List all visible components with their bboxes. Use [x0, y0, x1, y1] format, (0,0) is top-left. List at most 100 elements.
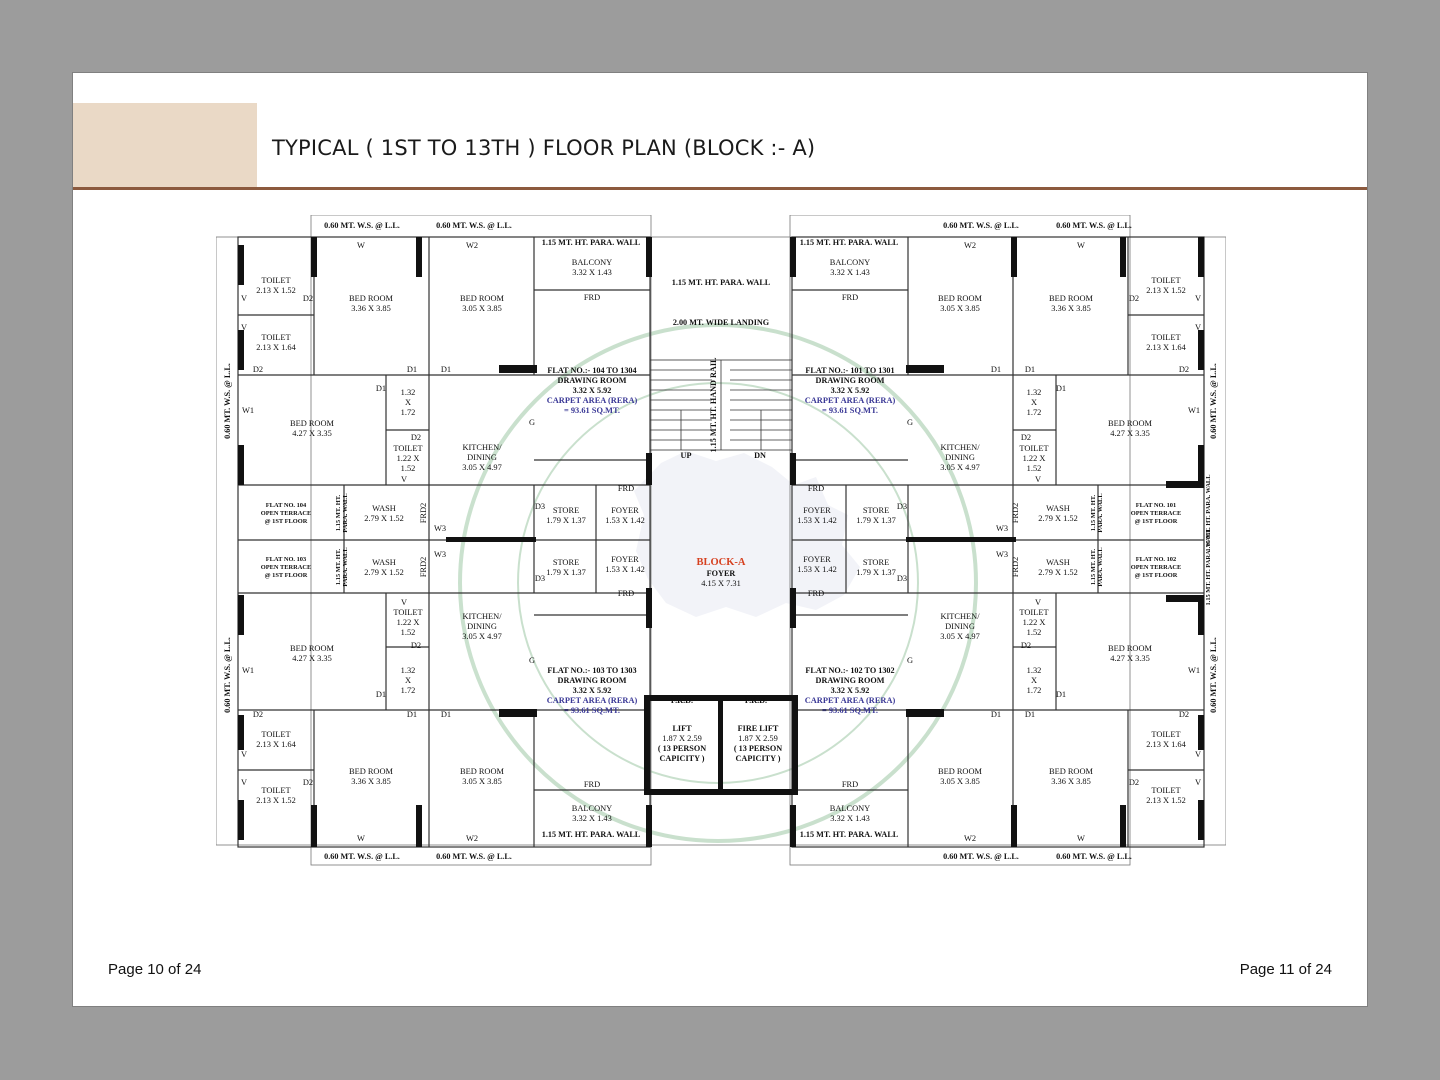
- plan-label: 3.05 X 3.85: [940, 304, 980, 313]
- plan-label: FLAT NO.:- 103 TO 1303: [547, 666, 636, 675]
- plan-label: D3: [535, 502, 545, 511]
- dn-label: DN: [754, 451, 766, 460]
- plan-label: TOILET: [1019, 608, 1048, 617]
- plan-label: DINING: [467, 453, 497, 462]
- ws-label: 0.60 MT. W.S. @ L.L.: [1056, 221, 1132, 230]
- plan-label: BED ROOM: [1108, 644, 1153, 653]
- plan-label: WASH: [1046, 558, 1070, 567]
- plan-label: 2.79 X 1.52: [1038, 514, 1078, 523]
- plan-label: FLAT NO.:- 102 TO 1302: [805, 666, 894, 675]
- plan-label: TOILET: [261, 333, 290, 342]
- plan-label: 1.15 MT. HT.: [1090, 495, 1097, 532]
- plan-label: BED ROOM: [1108, 419, 1153, 428]
- plan-label: 3.05 X 3.85: [462, 304, 502, 313]
- plan-label: 1.22 X: [397, 454, 420, 463]
- plan-label: X: [1031, 676, 1037, 685]
- block-label: BLOCK-A: [696, 557, 745, 568]
- plan-label: 2.13 X 1.64: [256, 740, 296, 749]
- plan-label: 3.32 X 1.43: [830, 814, 870, 823]
- plan-label: 3.32 X 1.43: [572, 814, 612, 823]
- plan-label: TOILET: [1151, 730, 1180, 739]
- plan-label: 3.05 X 4.97: [940, 463, 980, 472]
- plan-label: OPEN TERRACE: [261, 510, 311, 517]
- plan-label: FRD: [584, 293, 600, 302]
- plan-label: BED ROOM: [1049, 294, 1094, 303]
- plan-label: FLAT NO. 101: [1136, 502, 1176, 509]
- plan-label: W3: [996, 524, 1008, 533]
- plan-label: V: [241, 323, 247, 332]
- plan-label: FOYER: [803, 506, 831, 515]
- plan-label: D2: [1179, 710, 1189, 719]
- plan-label: @ 1ST FLOOR: [265, 572, 308, 579]
- walls-left: [237, 236, 651, 848]
- ws-side-label: 0.60 MT. W.S. @ L.L.: [1209, 637, 1218, 713]
- plan-label: FRD: [808, 484, 824, 493]
- title-band: [73, 103, 1367, 190]
- plan-label: 4.27 X 3.35: [292, 429, 332, 438]
- para-wall-label: 1.15 MT. HT. PARA. WALL: [672, 278, 771, 287]
- plan-label: D1: [1056, 384, 1066, 393]
- plan-label: FRD: [584, 780, 600, 789]
- plan-label: WASH: [1046, 504, 1070, 513]
- plan-label: D2: [303, 778, 313, 787]
- plan-label: 3.05 X 3.85: [940, 777, 980, 786]
- plan-label: W2: [964, 834, 976, 843]
- plan-label: X: [405, 676, 411, 685]
- plan-label: FRD: [842, 780, 858, 789]
- plan-label: PARA. WALL: [1097, 493, 1104, 532]
- plan-label: 3.36 X 3.85: [1051, 777, 1091, 786]
- plan-label: D1: [1025, 365, 1035, 374]
- plan-label: OPEN TERRACE: [1131, 510, 1181, 517]
- plan-label: W1: [1188, 666, 1200, 675]
- plan-label: 1.52: [1027, 628, 1042, 637]
- plan-label: D2: [1021, 433, 1031, 442]
- rooms-left-bottom: FRD V TOILET 1.22 X 1.52 D2 BED ROOM 4.2…: [241, 589, 638, 843]
- plan-label: 2.79 X 1.52: [1038, 568, 1078, 577]
- plan-label: BED ROOM: [290, 644, 335, 653]
- plan-label: V: [1195, 294, 1201, 303]
- plan-label: 4.27 X 3.35: [1110, 654, 1150, 663]
- plan-label: 1.72: [1027, 686, 1042, 695]
- plan-label: DINING: [945, 453, 975, 462]
- plan-label: V: [1035, 598, 1041, 607]
- plan-label: 1.52: [401, 628, 416, 637]
- plan-label: TOILET: [261, 276, 290, 285]
- title-tab: [73, 103, 257, 190]
- plan-label: D3: [897, 574, 907, 583]
- plan-label: 2.79 X 1.52: [364, 568, 404, 577]
- plan-label: FRD2: [419, 557, 428, 577]
- plan-label: DRAWING ROOM: [558, 376, 627, 385]
- plan-label: DINING: [945, 622, 975, 631]
- plan-label: WASH: [372, 558, 396, 567]
- plan-label: STORE: [553, 506, 579, 515]
- para-wall-label: 1.15 MT. HT. PARA. WALL: [542, 238, 641, 247]
- plan-label: 2.79 X 1.52: [364, 514, 404, 523]
- plan-label: BED ROOM: [460, 767, 505, 776]
- plan-label: 3.05 X 4.97: [462, 632, 502, 641]
- plan-label: 1.87 X 2.59: [662, 734, 702, 743]
- plan-label: D1: [991, 365, 1001, 374]
- page-number-right: Page 11 of 24: [1239, 961, 1332, 978]
- plan-label: X: [1031, 398, 1037, 407]
- plan-label: CAPICITY ): [660, 754, 705, 763]
- plan-label: BED ROOM: [290, 419, 335, 428]
- plan-label: @ 1ST FLOOR: [1135, 572, 1178, 579]
- plan-label: V: [401, 475, 407, 484]
- plan-label: TOILET: [393, 608, 422, 617]
- plan-label: V: [401, 598, 407, 607]
- plan-label: D1: [991, 710, 1001, 719]
- plan-label: 2.13 X 1.52: [256, 796, 296, 805]
- rooms-right-bottom: FRD V TOILET 1.22 X 1.52 D2 BED ROOM 4.2…: [805, 589, 1201, 843]
- plan-label: D2: [411, 641, 421, 650]
- plan-label: D1: [407, 710, 417, 719]
- plan-label: 1.15 MT. HT. PARA. WALL: [1205, 529, 1212, 606]
- plan-label: 1.53 X 1.42: [797, 565, 837, 574]
- plan-label: 3.36 X 3.85: [1051, 304, 1091, 313]
- plan-label: W: [1077, 241, 1085, 250]
- plan-label: 1.15 MT. HT.: [335, 495, 342, 532]
- plan-label: W: [357, 241, 365, 250]
- plan-label: G: [907, 418, 913, 427]
- plan-label: OPEN TERRACE: [1131, 564, 1181, 571]
- plan-label: FOYER: [611, 555, 639, 564]
- plan-label: 1.32: [1027, 666, 1042, 675]
